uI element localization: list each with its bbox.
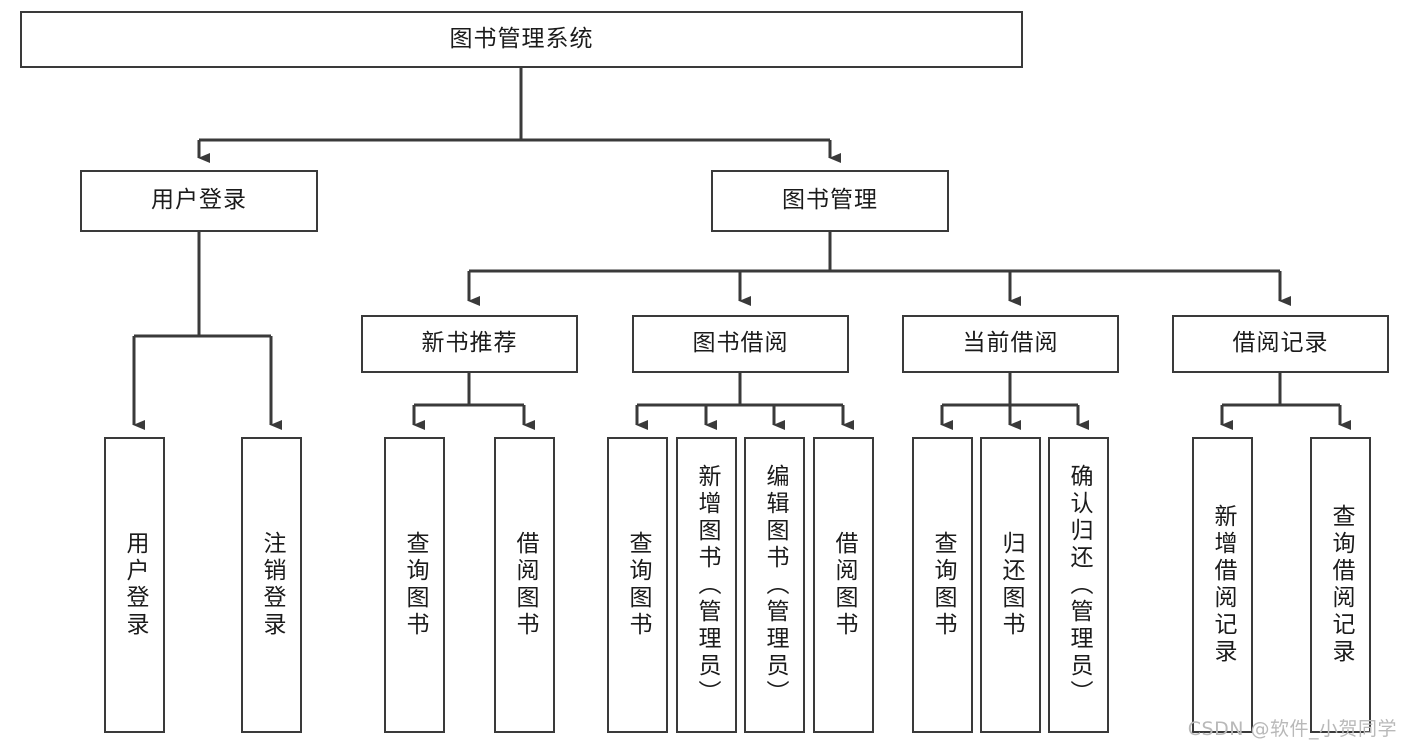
leaf-label: 注销登录 bbox=[259, 531, 285, 639]
node-label: 借阅记录 bbox=[1232, 330, 1329, 357]
leaf-label: 查询图书 bbox=[402, 531, 428, 639]
leaf-label: 查询图书 bbox=[625, 531, 651, 639]
leaf-borrow-book-2[interactable]: 借阅图书 bbox=[813, 437, 874, 733]
node-label: 新书推荐 bbox=[421, 330, 518, 357]
leaf-label: 新增借阅记录 bbox=[1210, 504, 1236, 666]
node-label: 当前借阅 bbox=[962, 330, 1059, 357]
leaf-add-book[interactable]: 新增图书（管理员） bbox=[676, 437, 737, 733]
leaf-query-book-1[interactable]: 查询图书 bbox=[384, 437, 445, 733]
leaf-add-borrow-record[interactable]: 新增借阅记录 bbox=[1192, 437, 1253, 733]
leaf-label: 查询图书 bbox=[930, 531, 956, 639]
leaf-label: 新增图书（管理员） bbox=[694, 463, 720, 707]
node-user-login[interactable]: 用户登录 bbox=[80, 170, 318, 232]
node-label: 图书管理 bbox=[782, 187, 878, 214]
node-new-book-recommend[interactable]: 新书推荐 bbox=[361, 315, 578, 373]
leaf-edit-book[interactable]: 编辑图书（管理员） bbox=[744, 437, 805, 733]
node-borrow-record[interactable]: 借阅记录 bbox=[1172, 315, 1389, 373]
node-book-management[interactable]: 图书管理 bbox=[711, 170, 949, 232]
leaf-label: 查询借阅记录 bbox=[1328, 504, 1354, 666]
leaf-label: 归还图书 bbox=[998, 531, 1024, 639]
leaf-borrow-book-1[interactable]: 借阅图书 bbox=[494, 437, 555, 733]
leaf-query-book-2[interactable]: 查询图书 bbox=[607, 437, 668, 733]
leaf-label: 用户登录 bbox=[122, 531, 148, 639]
leaf-confirm-return[interactable]: 确认归还（管理员） bbox=[1048, 437, 1109, 733]
node-book-management-system[interactable]: 图书管理系统 bbox=[20, 11, 1023, 68]
leaf-return-book[interactable]: 归还图书 bbox=[980, 437, 1041, 733]
node-book-borrow[interactable]: 图书借阅 bbox=[632, 315, 849, 373]
leaf-query-borrow-record[interactable]: 查询借阅记录 bbox=[1310, 437, 1371, 733]
node-current-borrow[interactable]: 当前借阅 bbox=[902, 315, 1119, 373]
leaf-label: 借阅图书 bbox=[831, 531, 857, 639]
leaf-label: 编辑图书（管理员） bbox=[762, 463, 788, 707]
node-label: 图书借阅 bbox=[692, 330, 789, 357]
csdn-watermark: CSDN @软件_小贺同学 bbox=[1187, 718, 1397, 740]
node-label: 用户登录 bbox=[151, 187, 247, 214]
leaf-logout-login[interactable]: 注销登录 bbox=[241, 437, 302, 733]
leaf-query-book-3[interactable]: 查询图书 bbox=[912, 437, 973, 733]
leaf-user-login[interactable]: 用户登录 bbox=[104, 437, 165, 733]
leaf-label: 确认归还（管理员） bbox=[1066, 463, 1092, 707]
node-label: 图书管理系统 bbox=[449, 25, 594, 52]
leaf-label: 借阅图书 bbox=[512, 531, 538, 639]
